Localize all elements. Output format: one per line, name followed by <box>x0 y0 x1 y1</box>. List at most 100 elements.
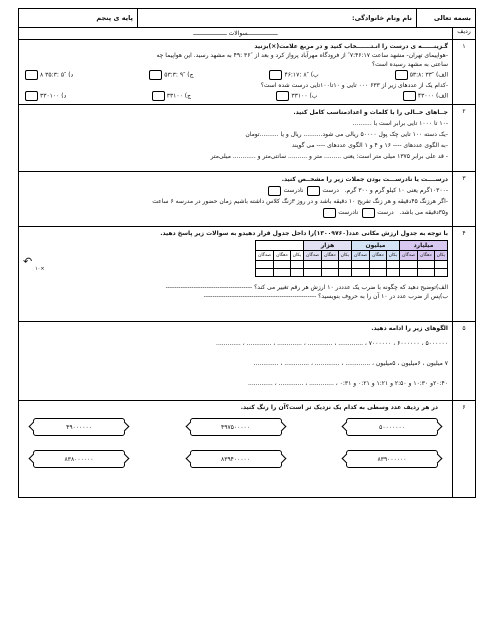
question-number: ۲ <box>452 105 475 171</box>
col-tens: دهگان <box>417 250 435 261</box>
table-cell[interactable] <box>385 260 401 269</box>
question-number: ۱ <box>452 40 475 104</box>
answer-checkbox[interactable] <box>269 70 283 80</box>
option-label: د) ″۵ :۳۵:۳ ۸ <box>40 71 74 79</box>
table-cell[interactable] <box>321 268 339 277</box>
question-3: ۳ درســــت یا نادرســـت بودن جملات زیر ر… <box>18 172 476 227</box>
table-cell[interactable] <box>399 260 419 269</box>
group-million: میلیون <box>351 240 401 251</box>
question-4: ۴ با توجه به جدول ارزش مکانی عدد(۱۳۰۰۹۷۶… <box>18 227 476 322</box>
q3-statement-3: و۳۵دقیقه می باشد. <box>399 209 448 216</box>
q3-statement-1: -۱۰۳۰۰گرم یعنی ۱۰ کیلو گرم و ۳۰۰ گرم. <box>344 187 448 194</box>
question-6: ۶ در هر ردیف عدد وسطی به کدام یک نزدیک ت… <box>18 401 476 498</box>
answer-row-1 <box>255 260 449 269</box>
col-ones: یکان <box>385 250 401 261</box>
question-number: ۴ <box>452 227 475 321</box>
compare-row-2: ۸۳۹۰۰۰۰۰۰ ۸۳۹۴۰۰۰۰۰ ۸۳۸۰۰۰۰۰۰ <box>33 450 438 468</box>
question-2: ۲ جــاهای خــالی را با کلمات و اعدادمناس… <box>18 105 476 172</box>
number-box[interactable]: ۴۹۰۰۰۰۰۰ <box>33 418 125 436</box>
table-cell[interactable] <box>417 260 435 269</box>
number-box[interactable]: ۸۳۹۰۰۰۰۰۰ <box>346 450 438 468</box>
group-thousand: هزار <box>303 240 353 251</box>
false-label: نادرست <box>338 209 359 216</box>
answer-checkbox[interactable] <box>276 91 290 101</box>
table-cell[interactable] <box>399 268 419 277</box>
question-number: ۳ <box>452 172 475 226</box>
questions-label: ـــــــــــــــــسوالات ــــــــــــــــ… <box>193 30 278 37</box>
q5-pattern-2: ۷ میلیون ، ۶میلیون ، ۵میلیون ، .........… <box>253 360 448 367</box>
answer-checkbox[interactable] <box>402 91 416 101</box>
table-cell[interactable] <box>273 260 291 269</box>
col-hundreds: صدگان <box>351 250 371 261</box>
answer-checkbox[interactable] <box>25 91 38 101</box>
table-cell[interactable] <box>369 268 387 277</box>
table-cell[interactable] <box>289 268 305 277</box>
answer-checkbox[interactable] <box>151 91 165 101</box>
table-cell[interactable] <box>255 260 275 269</box>
q1-text-1: -هواپیمای تهران- مشهد ساعت ۷:۴۶:۱۷″ از ف… <box>156 52 448 59</box>
q4-question-a: الف)توضیح دهید که چگونه با ضرب یک عدددر … <box>165 284 448 291</box>
question-number: ۵ <box>452 322 475 400</box>
table-cell[interactable] <box>385 268 401 277</box>
grade-label: پایه ی پنجم <box>96 14 133 22</box>
q4-question-b: ب)پس از ضرب عدد در ۱۰ آن را به حروف بنوی… <box>203 293 448 300</box>
q1-options-a: الف) ″۳۳ :۵۳:۸ ب) ″۸ :۴۶:۱۷ ج) ″۹ :۵۳:۳ … <box>23 70 448 80</box>
question-number: ۶ <box>452 401 475 497</box>
col-ones: یکان <box>337 250 353 261</box>
true-checkbox[interactable] <box>307 185 321 196</box>
table-cell[interactable] <box>417 268 435 277</box>
q1-options-b: الف) ۴۳۰۰۰ ب) ۳۳۱۰۰ ج) ۳۳۱۰۰ د) ۳۳۰۱۰۰ <box>23 91 448 101</box>
q1-text-3: -کدام یک از عددهای زیر از ۶۳۳ ۰۰۰ تایی و… <box>260 82 448 89</box>
false-label: نادرست <box>283 187 304 194</box>
col-ones: یکان <box>289 250 305 261</box>
option-label: ب) ″۸ :۴۶:۱۷ <box>284 71 319 79</box>
q2-line: - قد علی برابر ۱۳۷۵ میلی متر است: یعنی .… <box>210 153 448 160</box>
times-ten-label: ×۱۰ <box>35 266 45 272</box>
table-cell[interactable] <box>303 268 323 277</box>
table-cell[interactable] <box>303 260 323 269</box>
number-box[interactable]: ۵۰۰۰۰۰۰۰ <box>346 418 438 436</box>
col-tens: دهگان <box>369 250 387 261</box>
false-checkbox[interactable] <box>268 185 282 196</box>
answer-checkbox[interactable] <box>149 70 163 80</box>
answer-checkbox[interactable] <box>394 70 408 80</box>
group-ones <box>255 240 305 251</box>
table-cell[interactable] <box>337 268 353 277</box>
number-box[interactable]: ۸۳۸۰۰۰۰۰۰ <box>33 450 125 468</box>
q5-instruction: الگوهای زیر را ادامه دهید. <box>371 325 448 332</box>
question-1: ۱ گـزینــــــه ی درست را انـتـــــــخاب … <box>18 40 476 105</box>
table-cell[interactable] <box>289 260 305 269</box>
table-cell[interactable] <box>351 268 371 277</box>
table-cell[interactable] <box>351 260 371 269</box>
table-cell[interactable] <box>321 260 339 269</box>
q1-text-2: ساعتی به مشهد رسیده است؟ <box>371 61 448 68</box>
col-tens: دهگان <box>321 250 339 261</box>
option-label: الف) ۴۳۰۰۰ <box>417 92 448 100</box>
table-cell[interactable] <box>337 260 353 269</box>
question-5: ۵ الگوهای زیر را ادامه دهید. ۵۰۰۰۰۰۰ ، ۶… <box>18 322 476 401</box>
table-cell[interactable] <box>433 260 449 269</box>
table-cell[interactable] <box>433 268 449 277</box>
option-label: ج) ″۹ :۵۳:۳ <box>164 71 194 79</box>
table-cell[interactable] <box>369 260 387 269</box>
q2-line: -۱۰ تا ۱۰۰۰ تایی برابر است با .......... <box>352 120 448 127</box>
true-checkbox[interactable] <box>362 207 376 218</box>
q2-line: -به الگوی عددهای ---- ۱۶ و ۴ و ۱ الگوی ع… <box>291 142 448 149</box>
q1-instruction: گـزینــــــه ی درست را انـتـــــــخاب کن… <box>254 43 448 50</box>
number-box[interactable]: ۴۹۷۵۰۰۰۰۰ <box>189 418 282 436</box>
q4-instruction: با توجه به جدول ارزش مکانی عدد(۱۳۰۰۹۷۶۰)… <box>160 230 448 237</box>
col-hundreds: صدگان <box>399 250 419 261</box>
table-cell[interactable] <box>273 268 291 277</box>
q5-pattern-1: ۵۰۰۰۰۰۰ ، ۶۰۰۰۰۰۰ ، ۷۰۰۰۰۰۰ ، ..........… <box>216 340 448 347</box>
answer-checkbox[interactable] <box>25 70 39 80</box>
subheader-row: ردیف ـــــــــــــــــسوالات ـــــــــــ… <box>18 28 476 40</box>
false-checkbox[interactable] <box>323 207 337 218</box>
q2-line: -یک دسته ۱۰۰ تایی چک پول ۵۰۰۰۰ ریالی می … <box>245 131 448 138</box>
compare-row-1: ۵۰۰۰۰۰۰۰ ۴۹۷۵۰۰۰۰۰ ۴۹۰۰۰۰۰۰ <box>33 418 438 436</box>
q3-statement-2: -اگر هرزنگ ۴۵دقیقه و هر زنگ تفریح ۱۰ دقی… <box>152 198 448 205</box>
header-title: بسمه تعالی <box>416 9 475 27</box>
table-cell[interactable] <box>255 268 275 277</box>
option-label: الف) ″۳۳ :۵۳:۸ <box>409 71 448 79</box>
col-hundreds: صدگان <box>303 250 323 261</box>
number-box[interactable]: ۸۳۹۴۰۰۰۰۰ <box>189 450 282 468</box>
